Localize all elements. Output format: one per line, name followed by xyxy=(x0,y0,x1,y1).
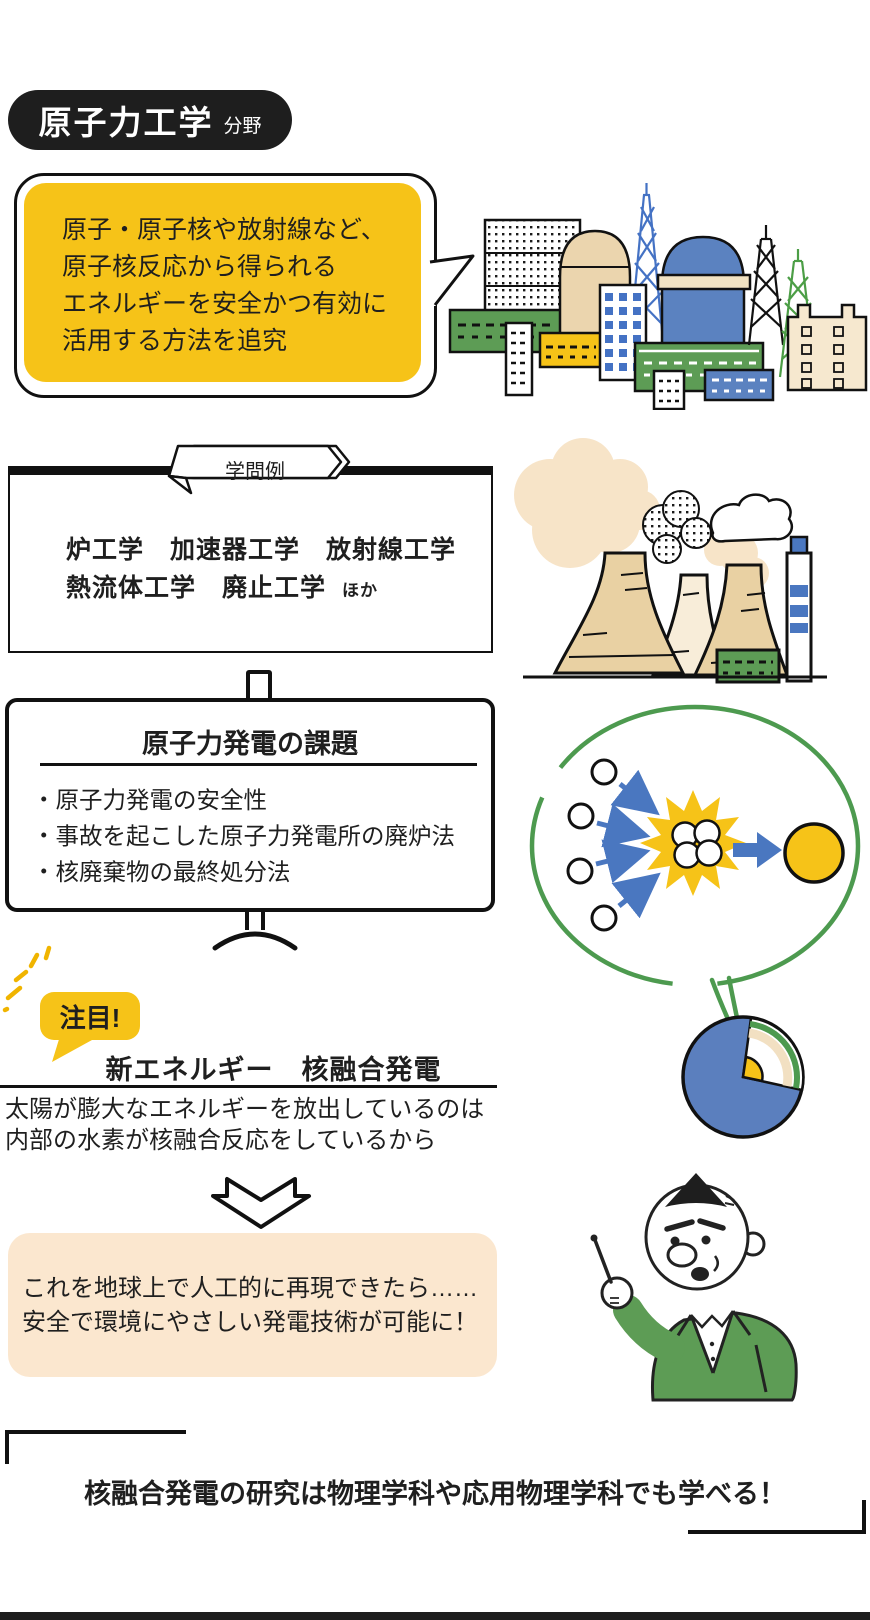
power-plant-illustration xyxy=(448,183,868,410)
attention-badge-label: 注目! xyxy=(59,1002,121,1033)
professor-hat xyxy=(665,1173,727,1207)
professor-nose xyxy=(666,1242,698,1268)
result-line: これを地球上で人工的に再現できたら…… xyxy=(22,1275,478,1302)
fields-line2: 熱流体工学 廃止工学ほか xyxy=(66,568,378,604)
neutron-particles xyxy=(566,758,618,932)
fields-line2-note: ほか xyxy=(342,581,379,600)
nucleus xyxy=(671,819,723,869)
sparkle-icon xyxy=(2,945,52,1013)
fusion-reaction-diagram xyxy=(529,704,861,1139)
sun-cutaway-illustration xyxy=(681,1015,805,1139)
attention-badge: 注目! xyxy=(40,992,140,1040)
down-arrow-icon xyxy=(211,1177,311,1229)
professor-eyebrows xyxy=(664,1218,726,1232)
result-box xyxy=(8,1233,497,1377)
issues-item: ・事故を起こした原子力発電所の廃炉法 xyxy=(32,823,455,849)
intro-line: 原子核反応から得られる xyxy=(62,253,338,281)
footer-note: 核融合発電の研究は物理学科や応用物理学科でも学べる！ xyxy=(84,1479,786,1509)
lattice-tower-black xyxy=(747,225,785,346)
intro-bubble xyxy=(24,183,421,382)
callout-circle xyxy=(529,704,861,988)
result-line: 安全で環境にやさしい発電技術が可能に！ xyxy=(22,1309,478,1336)
steam-cloud-dotted xyxy=(642,490,712,564)
issues-item: ・核廃棄物の最終処分法 xyxy=(32,859,291,885)
field-badge-suffix: 分野 xyxy=(223,115,262,137)
attention-badge-tail xyxy=(52,1036,92,1062)
fields-ribbon-label: 学問例 xyxy=(225,461,285,483)
energy-arrow xyxy=(733,832,782,868)
fields-line1: 炉工学 加速器工学 放射線工学 xyxy=(66,536,457,564)
professor-arm xyxy=(613,1295,685,1363)
intro-line: 原子・原子核や放射線など、 xyxy=(62,216,386,244)
intro-bubble-text: 原子・原子核や放射線など、 原子核反応から得られる エネルギーを安全かつ有効に … xyxy=(62,212,422,360)
corner-bracket-top-left xyxy=(5,1430,186,1464)
white-tower xyxy=(504,321,534,397)
intro-bubble-tail xyxy=(426,254,475,306)
intro-line: エネルギーを安全かつ有効に xyxy=(62,290,388,318)
field-badge: 原子力工学 分野 xyxy=(8,90,292,150)
issues-divider xyxy=(40,763,477,766)
attention-body-line: 太陽が膨大なエネルギーを放出しているのは xyxy=(5,1096,485,1123)
issues-item: ・原子力発電の安全性 xyxy=(32,787,267,813)
professor-illustration xyxy=(590,1173,798,1402)
bottom-bar xyxy=(0,1612,870,1620)
result-text: これを地球上で人工的に再現できたら…… 安全で環境にやさしい発電技術が可能に！ xyxy=(22,1272,492,1340)
corner-bracket-bottom-right xyxy=(688,1500,866,1534)
attention-body: 太陽が膨大なエネルギーを放出しているのは 内部の水素が核融合反応をしているから xyxy=(5,1094,500,1156)
blue-building xyxy=(703,368,775,402)
monitor-stand xyxy=(212,908,298,951)
cooling-towers-illustration xyxy=(514,438,827,684)
field-badge-title: 原子力工学 xyxy=(38,104,214,141)
reactor-dome-blue xyxy=(660,235,746,352)
neutron-arrows xyxy=(595,769,661,919)
yellow-building xyxy=(538,331,604,369)
energy-ball xyxy=(783,822,845,884)
fields-line2-text: 熱流体工学 廃止工学 xyxy=(66,574,327,602)
pointer-stick xyxy=(593,1238,613,1284)
attention-heading: 新エネルギー 核融合発電 xyxy=(105,1055,442,1085)
issues-box xyxy=(5,698,495,912)
professor-hand xyxy=(600,1276,634,1310)
cooling-tower-left xyxy=(552,551,686,675)
fields-ribbon xyxy=(167,444,351,495)
attention-underline xyxy=(0,1085,497,1088)
attention-body-line: 内部の水素が核融合反応をしているから xyxy=(5,1127,437,1154)
beige-building xyxy=(786,303,868,392)
professor-mouth xyxy=(691,1267,709,1281)
intro-line: 活用する方法を追究 xyxy=(62,327,288,355)
steam-cloud-white xyxy=(709,493,794,543)
issues-title: 原子力発電の課題 xyxy=(142,729,358,759)
